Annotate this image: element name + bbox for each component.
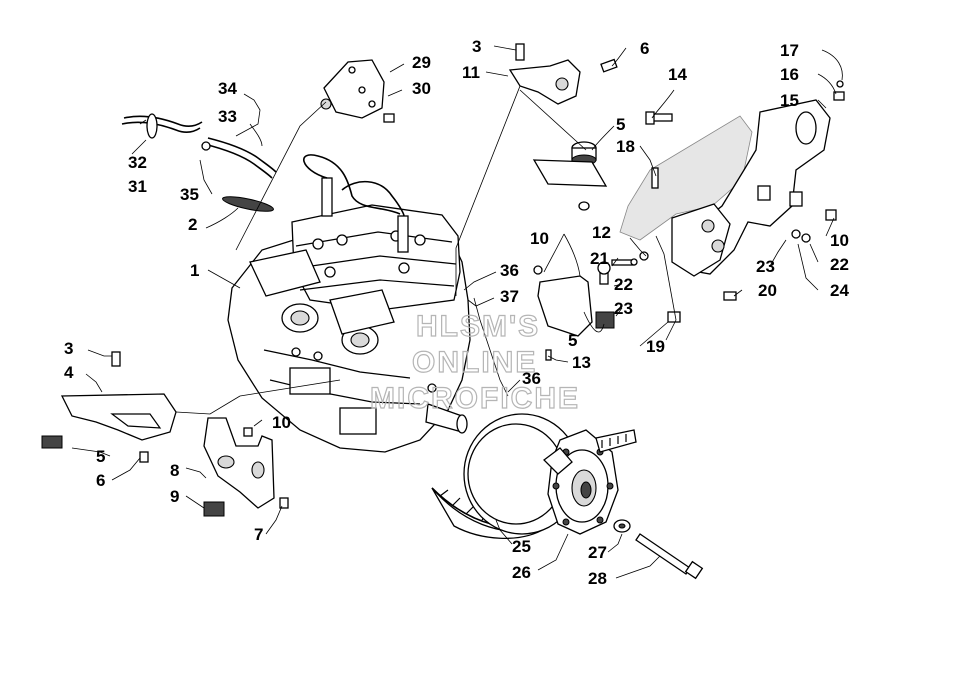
callout-23: 23 xyxy=(614,299,633,318)
callout-9: 9 xyxy=(170,487,179,506)
callout-5: 5 xyxy=(96,447,105,466)
callout-8: 8 xyxy=(170,461,179,480)
callout-13: 13 xyxy=(572,353,591,372)
callout-2: 2 xyxy=(188,215,197,234)
callout-5: 5 xyxy=(616,115,625,134)
front-mount-bracket xyxy=(41,351,177,463)
side-mount-bracket xyxy=(533,251,649,361)
callout-27: 27 xyxy=(588,543,607,562)
callout-10: 10 xyxy=(530,229,549,248)
engine-assembly xyxy=(227,154,471,453)
callout-33: 33 xyxy=(218,107,237,126)
callout-25: 25 xyxy=(512,537,531,556)
callout-35: 35 xyxy=(180,185,199,204)
callout-6: 6 xyxy=(640,39,649,58)
lower-mount-bracket xyxy=(203,417,289,517)
gasket xyxy=(222,196,274,212)
callout-24: 24 xyxy=(830,281,849,300)
svg-text:ONLINE: ONLINE xyxy=(412,346,537,379)
callout-3: 3 xyxy=(64,339,73,358)
callout-22: 22 xyxy=(830,255,849,274)
callout-16: 16 xyxy=(780,65,799,84)
callout-5: 5 xyxy=(568,331,577,350)
callout-23: 23 xyxy=(756,257,775,276)
svg-text:MICROFICHE: MICROFICHE xyxy=(370,382,580,415)
callout-26: 26 xyxy=(512,563,531,582)
callout-10: 10 xyxy=(830,231,849,250)
callout-3: 3 xyxy=(472,37,481,56)
callout-36: 36 xyxy=(500,261,519,280)
callout-21: 21 xyxy=(590,249,609,268)
hose-assembly xyxy=(121,113,277,179)
callout-30: 30 xyxy=(412,79,431,98)
callout-37: 37 xyxy=(500,287,519,306)
callout-34: 34 xyxy=(218,79,237,98)
intake-adapter xyxy=(320,59,395,123)
callout-12: 12 xyxy=(592,223,611,242)
top-mount-bracket xyxy=(508,43,618,105)
callout-31: 31 xyxy=(128,177,147,196)
callout-7: 7 xyxy=(254,525,263,544)
callout-18: 18 xyxy=(616,137,635,156)
callout-6: 6 xyxy=(96,471,105,490)
callout-19: 19 xyxy=(646,337,665,356)
rubber-damper xyxy=(532,141,608,211)
callout-32: 32 xyxy=(128,153,147,172)
callout-labels: 1 2 3 3 4 5 5 5 6 6 7 8 9 10 10 10 11 12… xyxy=(64,37,849,588)
callout-4: 4 xyxy=(64,363,74,382)
callout-22: 22 xyxy=(614,275,633,294)
leader-lines xyxy=(71,45,843,579)
svg-text:HLSM'S: HLSM'S xyxy=(416,310,540,343)
tensioner-bracket xyxy=(619,80,845,323)
callout-10: 10 xyxy=(272,413,291,432)
callout-20: 20 xyxy=(758,281,777,300)
callout-29: 29 xyxy=(412,53,431,72)
drive-clutch xyxy=(431,413,704,580)
watermark: HLSM'S ONLINE MICROFICHE xyxy=(369,309,580,415)
callout-1: 1 xyxy=(190,261,199,280)
callout-15: 15 xyxy=(780,91,799,110)
callout-14: 14 xyxy=(668,65,687,84)
callout-17: 17 xyxy=(780,41,799,60)
callout-11: 11 xyxy=(462,63,480,82)
callout-28: 28 xyxy=(588,569,607,588)
callout-36: 36 xyxy=(522,369,541,388)
